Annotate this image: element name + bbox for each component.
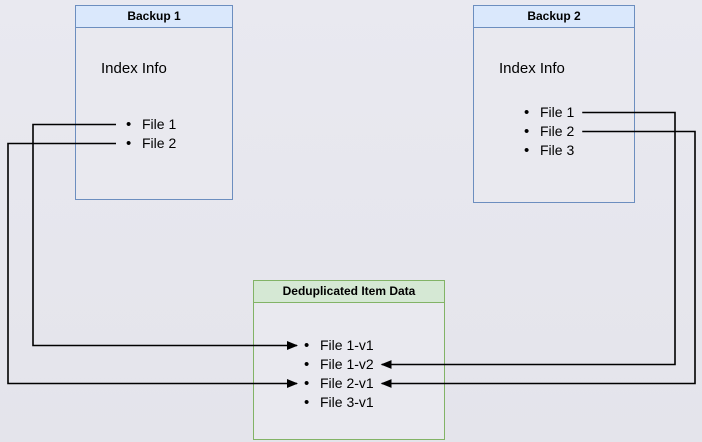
bullet-icon: • [304,394,310,411]
backup2-body: Index Info • File 1 • File 2 • File 3 [474,28,634,202]
file-label: File 1 [540,104,575,120]
backup2-file-list: • File 1 • File 2 • File 3 [474,103,634,160]
backup2-title: Backup 2 [474,6,634,28]
bullet-icon: • [524,123,530,140]
list-item: • File 2 [524,122,634,141]
bullet-icon: • [126,116,132,133]
backup1-file-list: • File 1 • File 2 [76,115,232,153]
list-item: • File 1 [126,115,232,134]
dedup-box: Deduplicated Item Data • File 1-v1 • Fil… [253,280,445,440]
bullet-icon: • [126,135,132,152]
file-label: File 1-v2 [320,356,374,372]
file-label: File 3-v1 [320,394,374,410]
bullet-icon: • [524,142,530,159]
backup2-box: Backup 2 Index Info • File 1 • File 2 • … [473,5,635,203]
file-label: File 2 [142,135,177,151]
list-item: • File 1-v2 [304,355,444,374]
file-label: File 1 [142,116,177,132]
file-label: File 1-v1 [320,337,374,353]
file-label: File 2-v1 [320,375,374,391]
dedup-title: Deduplicated Item Data [254,281,444,303]
list-item: • File 1 [524,103,634,122]
bullet-icon: • [304,356,310,373]
list-item: • File 3 [524,141,634,160]
list-item: • File 2-v1 [304,374,444,393]
backup1-title: Backup 1 [76,6,232,28]
backup1-box: Backup 1 Index Info • File 1 • File 2 [75,5,233,200]
bullet-icon: • [524,104,530,121]
list-item: • File 1-v1 [304,336,444,355]
file-label: File 3 [540,142,575,158]
bullet-icon: • [304,337,310,354]
list-item: • File 3-v1 [304,393,444,412]
backup2-index-info-label: Index Info [499,60,565,77]
list-item: • File 2 [126,134,232,153]
backup1-index-info-label: Index Info [101,60,167,77]
backup1-body: Index Info • File 1 • File 2 [76,28,232,199]
dedup-body: • File 1-v1 • File 1-v2 • File 2-v1 • Fi… [254,303,444,439]
dedup-file-list: • File 1-v1 • File 1-v2 • File 2-v1 • Fi… [254,336,444,412]
bullet-icon: • [304,375,310,392]
file-label: File 2 [540,123,575,139]
